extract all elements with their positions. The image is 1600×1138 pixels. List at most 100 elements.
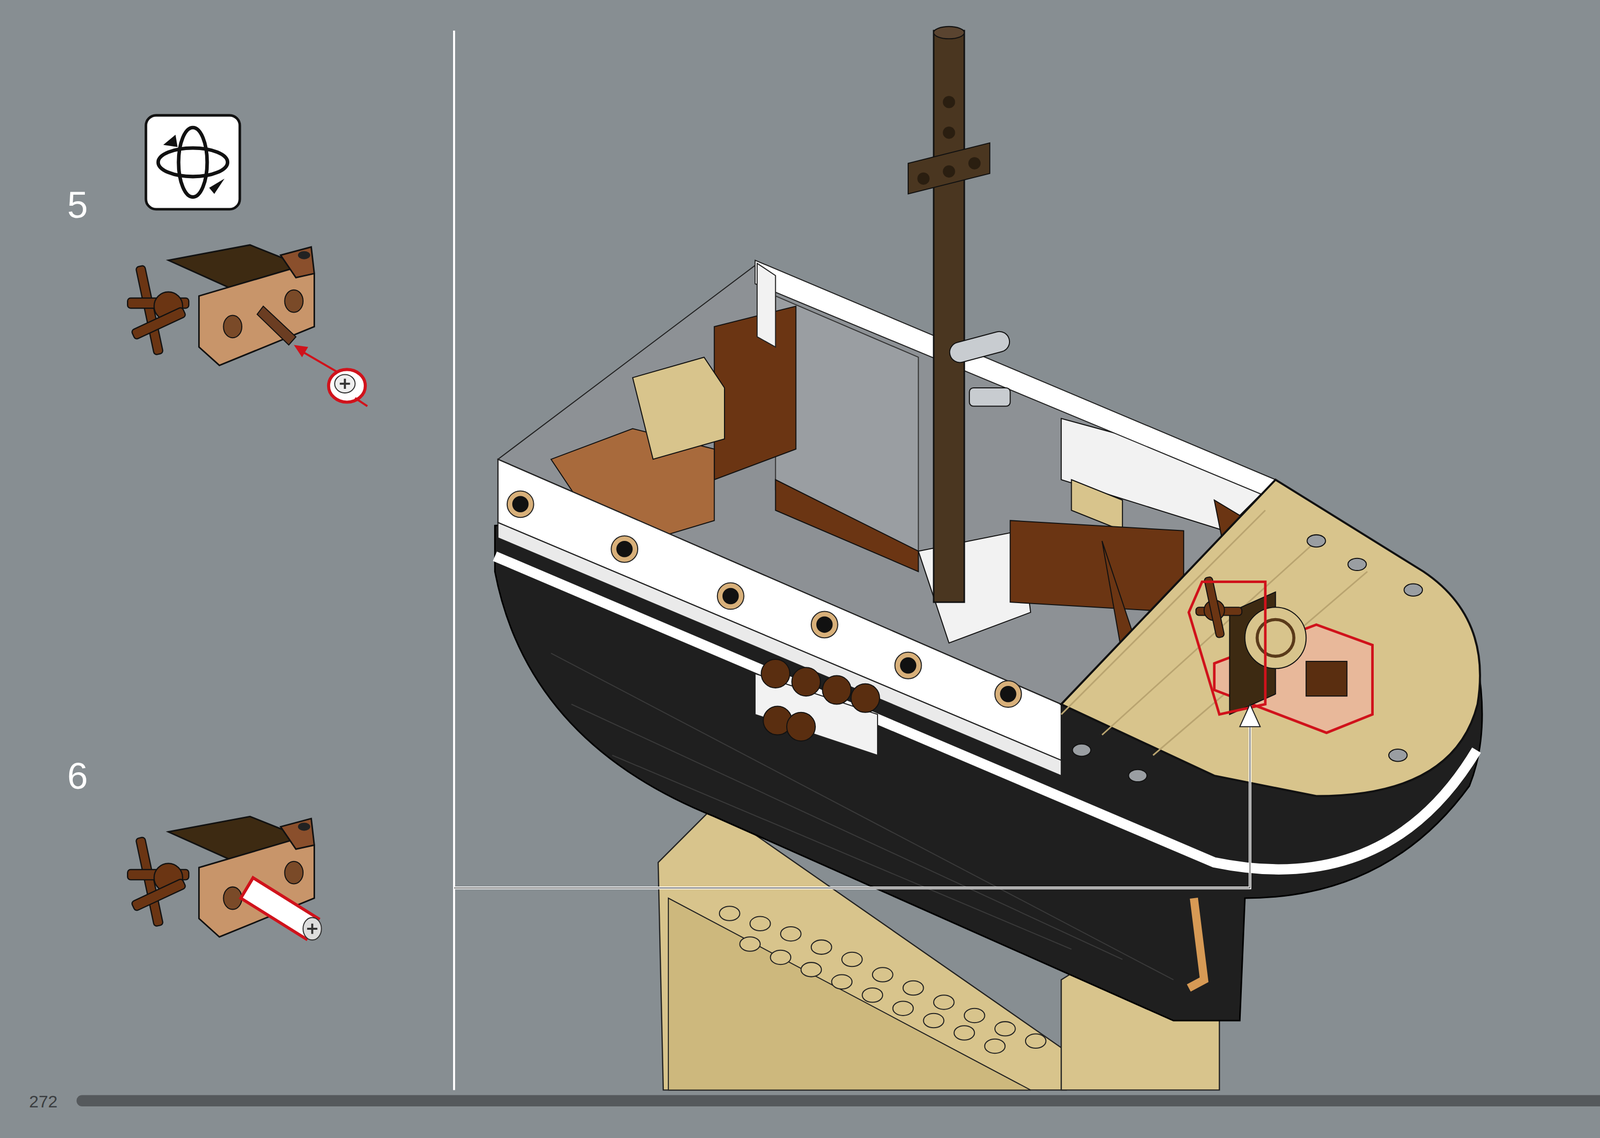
illustration-part (1061, 479, 1481, 797)
illustration-part (942, 165, 955, 178)
illustration-part (933, 26, 965, 39)
step-number: 5 (67, 186, 88, 224)
illustration-part (178, 127, 208, 197)
illustration-part (280, 818, 315, 849)
illustration-part (1388, 749, 1408, 762)
subassembly-step-5 (127, 244, 368, 406)
illustration-part (780, 926, 802, 941)
subassembly-step-6 (127, 816, 322, 940)
illustration-part (298, 250, 311, 259)
illustration-part (770, 950, 792, 965)
illustration-part (968, 157, 981, 170)
illustration-part (1072, 744, 1092, 757)
progress-bar (76, 1095, 1600, 1107)
illustration-part (307, 923, 318, 934)
illustration-part (303, 917, 322, 941)
illustration-part (334, 374, 356, 394)
illustration-part (755, 260, 1276, 501)
callout-leader (454, 704, 1261, 889)
illustration-part (816, 616, 833, 634)
illustration-part (893, 1000, 914, 1015)
illustration-part (328, 369, 366, 402)
illustration-part (632, 357, 725, 460)
illustration-part (280, 246, 315, 278)
illustration-part (722, 588, 740, 605)
illustration-part (923, 1013, 945, 1028)
illustration-part (942, 126, 955, 139)
illustration-part (786, 712, 816, 742)
illustration-part (999, 685, 1017, 703)
illustration-part (954, 1025, 975, 1040)
illustration-part (1244, 607, 1306, 669)
illustration-part (284, 289, 304, 313)
illustration-part (1196, 576, 1243, 639)
illustration-part (209, 178, 225, 195)
illustration-part (719, 906, 741, 921)
highlighted-helm (1188, 576, 1373, 734)
illustration-part (1257, 619, 1294, 657)
illustration-part (811, 611, 838, 638)
illustration-part (339, 378, 350, 389)
illustration-part (1306, 534, 1326, 547)
illustration-part (933, 30, 965, 603)
illustration-part (994, 680, 1022, 708)
illustration-part (761, 659, 790, 688)
illustration-part (908, 142, 990, 195)
illustration-part (507, 490, 534, 518)
cannons (755, 659, 880, 756)
illustration-part (917, 95, 981, 185)
mast (908, 26, 1012, 603)
illustration-part (1404, 583, 1423, 596)
illustration-part (964, 1008, 985, 1023)
illustration-part (1239, 704, 1261, 727)
illustration-part (942, 95, 955, 108)
illustration-part (454, 726, 1250, 888)
illustration-part (1188, 581, 1266, 714)
illustration-part (298, 822, 311, 831)
illustration-part (717, 582, 745, 610)
illustration-part (895, 652, 922, 679)
illustration-part (1009, 520, 1184, 613)
illustration-part (355, 397, 368, 406)
illustration-part (294, 345, 309, 358)
illustration-part (199, 267, 315, 366)
illustration-part (917, 172, 930, 185)
illustration-part (1188, 898, 1205, 988)
illustration-part (900, 657, 917, 674)
illustration-part (933, 994, 955, 1009)
illustration-part (801, 962, 822, 977)
illustration-part (750, 916, 771, 931)
illustration-part (146, 115, 240, 210)
illustration-part (163, 134, 178, 147)
illustration-part (984, 1039, 1006, 1054)
illustration-part (512, 496, 529, 513)
illustration-part (223, 315, 242, 339)
ship-model (494, 26, 1483, 1091)
illustration-part (969, 387, 1010, 407)
panel-divider (453, 30, 456, 1090)
illustration-part (775, 479, 919, 572)
illustration-part (454, 726, 1250, 888)
illustration-part (284, 861, 304, 885)
illustration-part (1128, 769, 1147, 782)
illustration-part (831, 974, 853, 989)
illustration-part (994, 1021, 1016, 1036)
illustration-part (740, 936, 761, 951)
illustration-part (130, 878, 187, 912)
illustration-part (328, 369, 368, 406)
illustration-part (862, 987, 884, 1002)
illustration-part (158, 148, 228, 177)
illustration-part (1072, 534, 1423, 782)
rotate-icon (146, 115, 240, 210)
illustration-part (841, 952, 863, 967)
illustration-part (903, 980, 924, 995)
step-number: 6 (67, 757, 88, 795)
illustration-part (850, 683, 880, 713)
illustration-part (497, 522, 1062, 776)
illustration-part (757, 263, 776, 348)
illustration-part (616, 540, 633, 558)
illustration-part (1071, 479, 1123, 531)
illustration-part (127, 836, 189, 927)
